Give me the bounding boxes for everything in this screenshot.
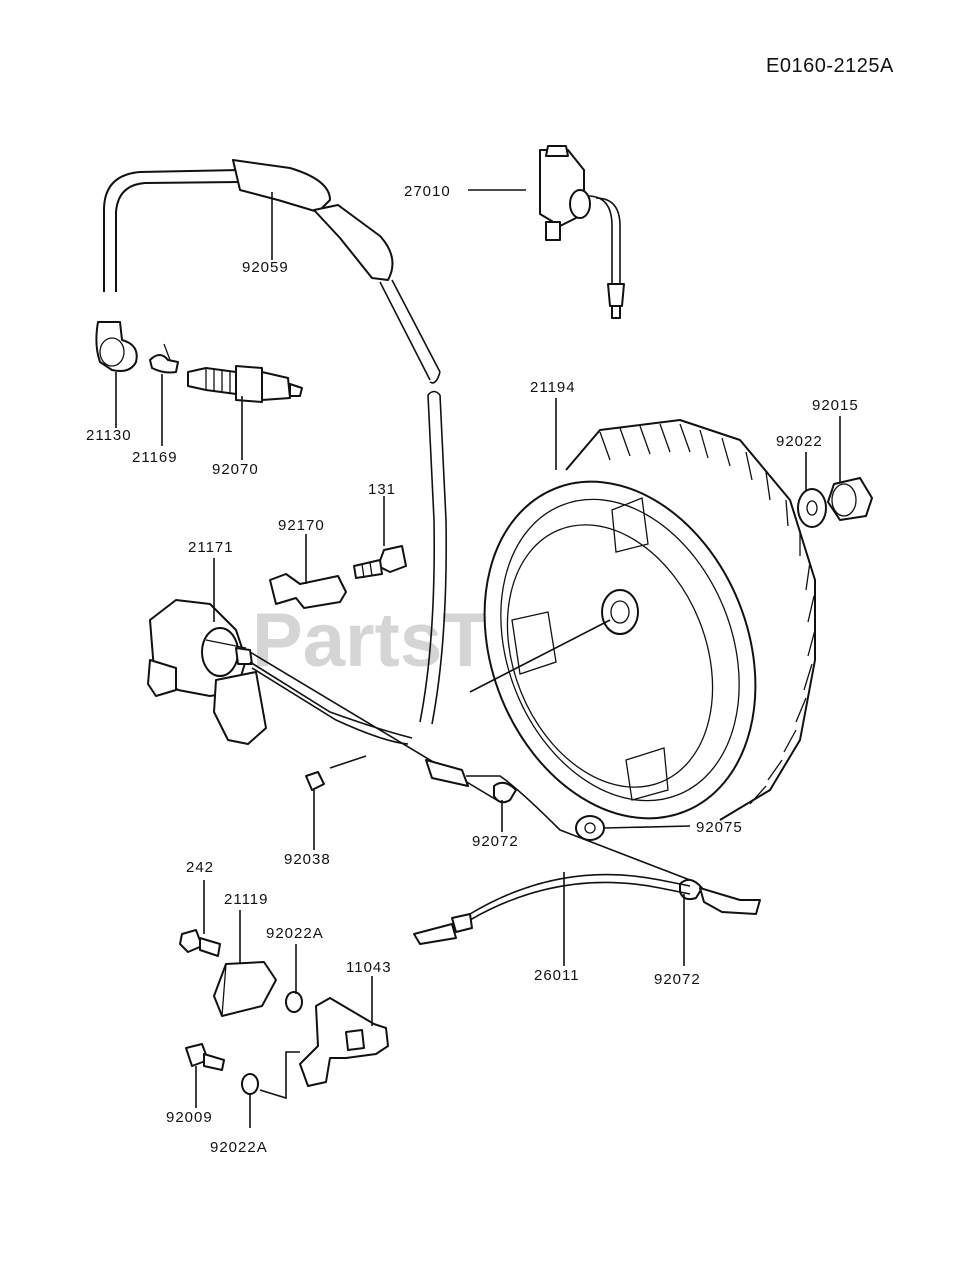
flywheel-axis-line xyxy=(469,619,611,693)
part-92009-label[interactable]: 92009 xyxy=(166,1109,213,1126)
part-21130-label[interactable]: 21130 xyxy=(86,427,132,444)
bolt-92009[interactable] xyxy=(185,1043,225,1071)
part-92015-label[interactable]: 92015 xyxy=(812,397,859,414)
washer-lower[interactable] xyxy=(241,1073,259,1095)
collar[interactable] xyxy=(305,771,325,791)
part-92070-label[interactable]: 92070 xyxy=(212,461,259,478)
spring-clip[interactable] xyxy=(149,343,179,374)
oil-sensor[interactable] xyxy=(539,145,625,319)
part-92022A-upper-label[interactable]: 92022A xyxy=(266,925,324,942)
flywheel[interactable] xyxy=(436,419,816,859)
part-21171-label[interactable]: 21171 xyxy=(188,539,234,556)
part-26011-label[interactable]: 26011 xyxy=(534,967,580,984)
leader-lines xyxy=(115,189,841,1128)
stop-switch[interactable] xyxy=(213,961,277,1017)
part-21194-label[interactable]: 21194 xyxy=(530,379,576,396)
part-92022A-lower-label[interactable]: 92022A xyxy=(210,1139,268,1156)
part-92022-label[interactable]: 92022 xyxy=(776,433,823,450)
part-92075-label[interactable]: 92075 xyxy=(696,819,743,836)
part-27010-label[interactable]: 27010 xyxy=(404,183,451,200)
part-92072-lower-label[interactable]: 92072 xyxy=(654,971,701,988)
ignition-coil[interactable] xyxy=(147,599,267,745)
washer-upper[interactable] xyxy=(285,991,303,1013)
stop-switch-wire[interactable] xyxy=(413,873,761,945)
washer[interactable] xyxy=(797,488,827,528)
bolt-242[interactable] xyxy=(179,929,221,957)
wire-clamp-upper[interactable] xyxy=(493,781,517,804)
part-21169-label[interactable]: 21169 xyxy=(132,449,178,466)
bolt[interactable] xyxy=(353,545,407,579)
part-21119-label[interactable]: 21119 xyxy=(224,891,269,908)
part-92059-label[interactable]: 92059 xyxy=(242,259,289,276)
bracket-plate[interactable] xyxy=(299,997,389,1087)
bracket[interactable] xyxy=(269,573,347,609)
coil-lead[interactable] xyxy=(249,651,691,881)
part-11043-label[interactable]: 11043 xyxy=(346,959,392,976)
plate-leader xyxy=(259,1051,300,1100)
spark-plug[interactable] xyxy=(187,365,303,403)
part-92072-upper-label[interactable]: 92072 xyxy=(472,833,519,850)
part-92038-label[interactable]: 92038 xyxy=(284,851,331,868)
flywheel-nut[interactable] xyxy=(827,477,873,521)
high-tension-lead[interactable] xyxy=(103,159,448,725)
part-92170-label[interactable]: 92170 xyxy=(278,517,325,534)
grommet[interactable] xyxy=(575,815,605,841)
diagram-code: E0160-2125A xyxy=(766,55,894,77)
collar-leader xyxy=(329,755,367,769)
part-131-label[interactable]: 131 xyxy=(368,481,396,498)
plug-cap[interactable] xyxy=(95,321,138,372)
part-242-label[interactable]: 242 xyxy=(186,859,214,876)
